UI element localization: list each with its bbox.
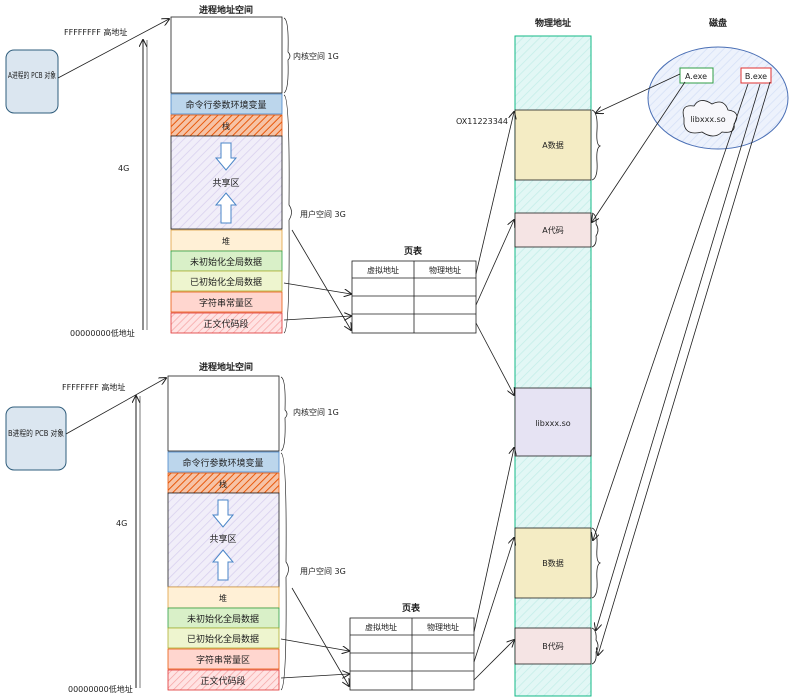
address-space-a: 命令行参数环境变量 栈 共享区 堆 未初始化全局数据 已初始化全局数据 字符串常… (170, 16, 292, 334)
seg-args-env-b (167, 451, 280, 473)
svg-text:A代码: A代码 (542, 225, 563, 235)
svg-text:已初始化全局数据: 已初始化全局数据 (187, 633, 259, 645)
arrow-up-icon (214, 192, 238, 224)
phys-lib: libxxx.so (514, 387, 592, 457)
svg-text:命令行参数环境变量: 命令行参数环境变量 (182, 457, 263, 469)
svg-text:正文代码段: 正文代码段 (203, 318, 248, 330)
disk: 磁盘 A.exe B.exe libxxx.so (647, 17, 789, 150)
mapping-lines-b (280, 448, 514, 686)
space-title-b: 进程地址空间 (199, 361, 253, 373)
high-addr-b: FFFFFFFF 高地址 (62, 382, 125, 392)
physical-address-label: OX11223344 (456, 117, 508, 126)
svg-text:B代码: B代码 (542, 641, 564, 651)
disk-a-exe: A.exe (679, 67, 714, 84)
space-title-a: 进程地址空间 (199, 4, 253, 16)
user-label-a: 用户空间 3G (300, 209, 346, 219)
svg-text:栈: 栈 (219, 479, 227, 489)
kernel-label-b: 内核空间 1G (293, 407, 339, 417)
svg-text:页表: 页表 (404, 245, 423, 257)
svg-text:已初始化全局数据: 已初始化全局数据 (190, 276, 262, 288)
svg-text:字符串常量区: 字符串常量区 (196, 654, 250, 666)
svg-text:libxxx.so: libxxx.so (535, 419, 570, 428)
process-a: A进程的 PCB 对象 FFFFFFFF 高地址 4G 00000000低地址 … (5, 4, 477, 338)
svg-text:共享区: 共享区 (212, 177, 239, 189)
disk-title: 磁盘 (709, 17, 727, 29)
seg-rodata-b (167, 648, 280, 670)
svg-text:B.exe: B.exe (745, 72, 767, 81)
user-label-b: 用户空间 3G (300, 566, 346, 576)
phys-a-code: A代码 (514, 212, 599, 248)
size-label-b: 4G (116, 519, 127, 528)
page-table-b: 页表 虚拟地址 物理地址 (349, 602, 475, 691)
svg-text:未初始化全局数据: 未初始化全局数据 (187, 613, 259, 625)
svg-text:命令行参数环境变量: 命令行参数环境变量 (185, 99, 266, 111)
svg-text:堆: 堆 (219, 593, 227, 603)
high-addr-a: FFFFFFFF 高地址 (64, 27, 127, 37)
address-space-b: 命令行参数环境变量 栈 共享区 堆 未初始化全局数据 已初始化全局数据 字符串常… (167, 375, 289, 691)
seg-data-a (170, 270, 283, 292)
svg-text:A.exe: A.exe (685, 72, 707, 81)
process-b: B进程的 PCB 对象 FFFFFFFF 高地址 4G 00000000低地址 … (5, 361, 475, 694)
seg-text-a (170, 312, 283, 334)
mapping-lines-a (283, 112, 514, 395)
phys-b-data: B数据 (514, 527, 602, 599)
svg-text:正文代码段: 正文代码段 (200, 675, 245, 687)
arrow-up-icon (211, 549, 235, 581)
low-addr-b: 00000000低地址 (68, 684, 133, 694)
physical-memory: 物理地址 OX11223344 A数据 A代码 libxxx.so B数据 B代… (456, 17, 602, 697)
svg-text:libxxx.so: libxxx.so (690, 115, 725, 124)
arrow-down-icon (211, 499, 235, 528)
svg-text:B进程的 PCB 对象: B进程的 PCB 对象 (8, 428, 64, 438)
svg-text:虚拟地址: 虚拟地址 (367, 265, 399, 275)
svg-text:B数据: B数据 (542, 558, 564, 568)
svg-text:字符串常量区: 字符串常量区 (199, 297, 253, 309)
svg-text:虚拟地址: 虚拟地址 (365, 622, 397, 632)
disk-lib: libxxx.so (682, 100, 738, 137)
svg-text:A进程的 PCB 对象: A进程的 PCB 对象 (8, 70, 56, 80)
seg-rodata-a (170, 291, 283, 313)
physical-title: 物理地址 (535, 17, 571, 29)
svg-text:未初始化全局数据: 未初始化全局数据 (190, 256, 262, 268)
pcb-b: B进程的 PCB 对象 (5, 406, 67, 471)
seg-data-b (167, 627, 280, 649)
svg-text:A数据: A数据 (542, 140, 563, 150)
pcb-a: A进程的 PCB 对象 (5, 49, 59, 114)
phys-a-data: A数据 (514, 109, 602, 181)
arrow-down-icon (214, 142, 238, 171)
kernel-label-a: 内核空间 1G (293, 51, 339, 61)
disk-to-physical-lines (592, 73, 771, 655)
svg-text:栈: 栈 (222, 121, 230, 131)
seg-args-env-a (170, 93, 283, 115)
svg-text:物理地址: 物理地址 (427, 622, 459, 632)
phys-b-code: B代码 (514, 627, 599, 665)
disk-b-exe: B.exe (740, 67, 772, 84)
size-label-a: 4G (118, 164, 129, 173)
svg-text:共享区: 共享区 (209, 533, 236, 545)
svg-text:页表: 页表 (402, 602, 421, 614)
svg-text:物理地址: 物理地址 (429, 265, 461, 275)
low-addr-a: 00000000低地址 (70, 328, 135, 338)
page-table-a: 页表 虚拟地址 物理地址 (351, 245, 477, 334)
svg-text:堆: 堆 (222, 236, 230, 246)
seg-text-b (167, 669, 280, 691)
